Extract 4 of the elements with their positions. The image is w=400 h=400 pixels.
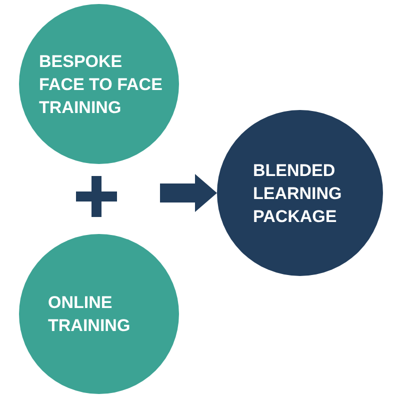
node-text: BLENDED LEARNING PACKAGE <box>253 160 343 228</box>
arrow <box>160 174 217 212</box>
node-text: ONLINE TRAINING <box>48 292 132 337</box>
node-text: BESPOKE FACE TO FACE TRAINING <box>39 50 164 118</box>
